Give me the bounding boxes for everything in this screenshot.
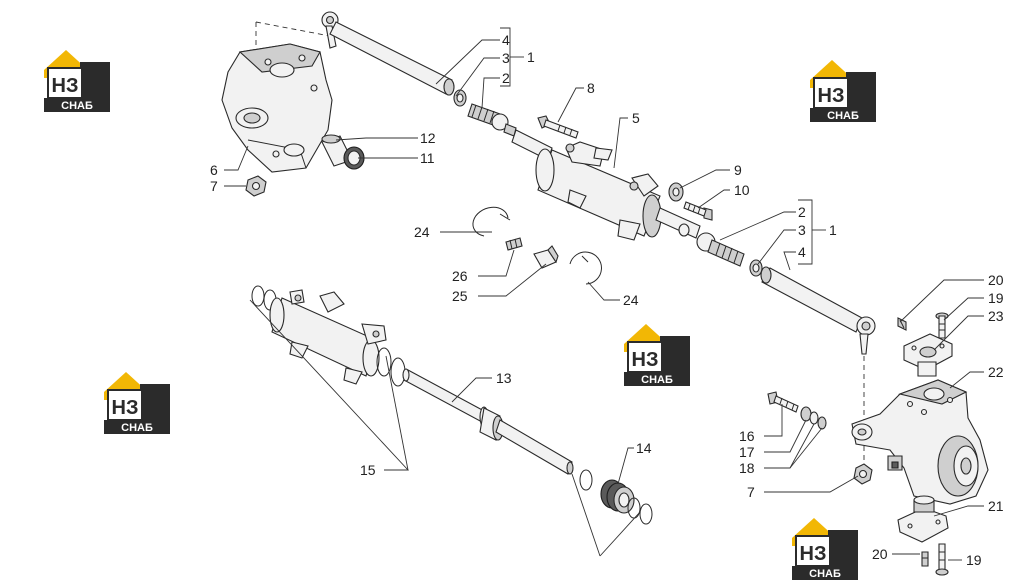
- washer-9: [668, 182, 684, 202]
- clamp-ring-3-left: [453, 89, 467, 107]
- callout-19-lower: 19: [966, 552, 982, 568]
- seal-pack-14: [600, 479, 635, 514]
- callout-19-upper: 19: [988, 290, 1004, 306]
- callout-12: 12: [420, 130, 436, 146]
- callout-20-upper: 20: [988, 272, 1004, 288]
- callout-2-top: 2: [502, 70, 510, 86]
- pin-26: [505, 237, 523, 251]
- left-nut-7: [245, 175, 267, 197]
- cylinder-barrel: [269, 289, 387, 385]
- callout-16: 16: [739, 428, 755, 444]
- svg-text:НЗ: НЗ: [112, 397, 139, 419]
- threaded-end-2-left: [467, 103, 517, 137]
- callout-13: 13: [496, 370, 512, 386]
- callout-7-right: 7: [747, 484, 755, 500]
- circlip-24-lower: [569, 251, 602, 285]
- callout-14: 14: [636, 440, 652, 456]
- callout-24-lower: 24: [623, 292, 639, 308]
- svg-text:СНАБ: СНАБ: [641, 374, 673, 386]
- callout-10: 10: [734, 182, 750, 198]
- upper-left-tie-rod: [321, 11, 455, 96]
- cap-21: [897, 495, 949, 543]
- block-25: [533, 245, 559, 269]
- grease-fitting-20-lower: [921, 551, 929, 567]
- callout-5: 5: [632, 110, 640, 126]
- callout-6: 6: [210, 162, 218, 178]
- callout-23: 23: [988, 308, 1004, 324]
- bolt-16: [767, 391, 799, 413]
- svg-text:СНАБ: СНАБ: [61, 100, 93, 112]
- right-steering-knuckle: [851, 379, 989, 505]
- bolt-19-lower: [935, 543, 949, 576]
- right-nut-7: [853, 463, 873, 485]
- callout-2-right: 2: [798, 204, 806, 220]
- callout-26: 26: [452, 268, 468, 284]
- callout-24-upper: 24: [414, 224, 430, 240]
- callout-4-top: 4: [502, 32, 510, 48]
- svg-text:НЗ: НЗ: [632, 349, 659, 371]
- steering-cylinder-5: [511, 129, 701, 241]
- brand-logo-top-right: НЗ СНАБ: [809, 59, 877, 123]
- callout-20-lower: 20: [872, 546, 888, 562]
- svg-text:НЗ: НЗ: [800, 543, 827, 565]
- callout-18: 18: [739, 460, 755, 476]
- cap-23: [903, 333, 953, 377]
- clamp-ring-3-right: [749, 259, 763, 277]
- brand-logo-bottom: НЗ СНАБ: [791, 517, 859, 581]
- bolt-19-upper: [935, 312, 949, 339]
- callout-22: 22: [988, 364, 1004, 380]
- callout-8: 8: [587, 80, 595, 96]
- threaded-end-2-right: [696, 232, 745, 267]
- o-ring-15-rod-end: [579, 469, 593, 491]
- callout-15: 15: [360, 462, 376, 478]
- left-steering-knuckle: [221, 21, 333, 173]
- callout-3-top: 3: [502, 50, 510, 66]
- callout-4-right: 4: [798, 244, 806, 260]
- lower-right-tie-rod: [760, 266, 876, 355]
- callout-25: 25: [452, 288, 468, 304]
- callout-labels: 4 3 2 1 8 5 12 11 6 7 9 10 2 3 4 1 24 26…: [210, 32, 1004, 568]
- piston-rod-13: [402, 368, 574, 475]
- svg-text:СНАБ: СНАБ: [827, 110, 859, 122]
- brand-logo-top-left: НЗ СНАБ: [43, 49, 111, 113]
- callout-1-top: 1: [527, 49, 535, 65]
- brand-logo-center: НЗ СНАБ: [623, 323, 691, 387]
- callout-7-left: 7: [210, 178, 218, 194]
- callout-3-right: 3: [798, 222, 806, 238]
- leader-lines: [224, 27, 984, 561]
- svg-text:НЗ: НЗ: [818, 85, 845, 107]
- bolt-8: [537, 115, 579, 139]
- brand-logo-left: НЗ СНАБ: [103, 371, 171, 435]
- callout-17: 17: [739, 444, 755, 460]
- svg-text:СНАБ: СНАБ: [809, 568, 841, 580]
- callout-1-right: 1: [829, 222, 837, 238]
- bolt-10: [683, 201, 713, 221]
- svg-text:НЗ: НЗ: [52, 75, 79, 97]
- washers-18: [809, 411, 827, 430]
- svg-text:СНАБ: СНАБ: [121, 422, 153, 434]
- callout-21: 21: [988, 498, 1004, 514]
- callout-11: 11: [420, 150, 435, 166]
- callout-9: 9: [734, 162, 742, 178]
